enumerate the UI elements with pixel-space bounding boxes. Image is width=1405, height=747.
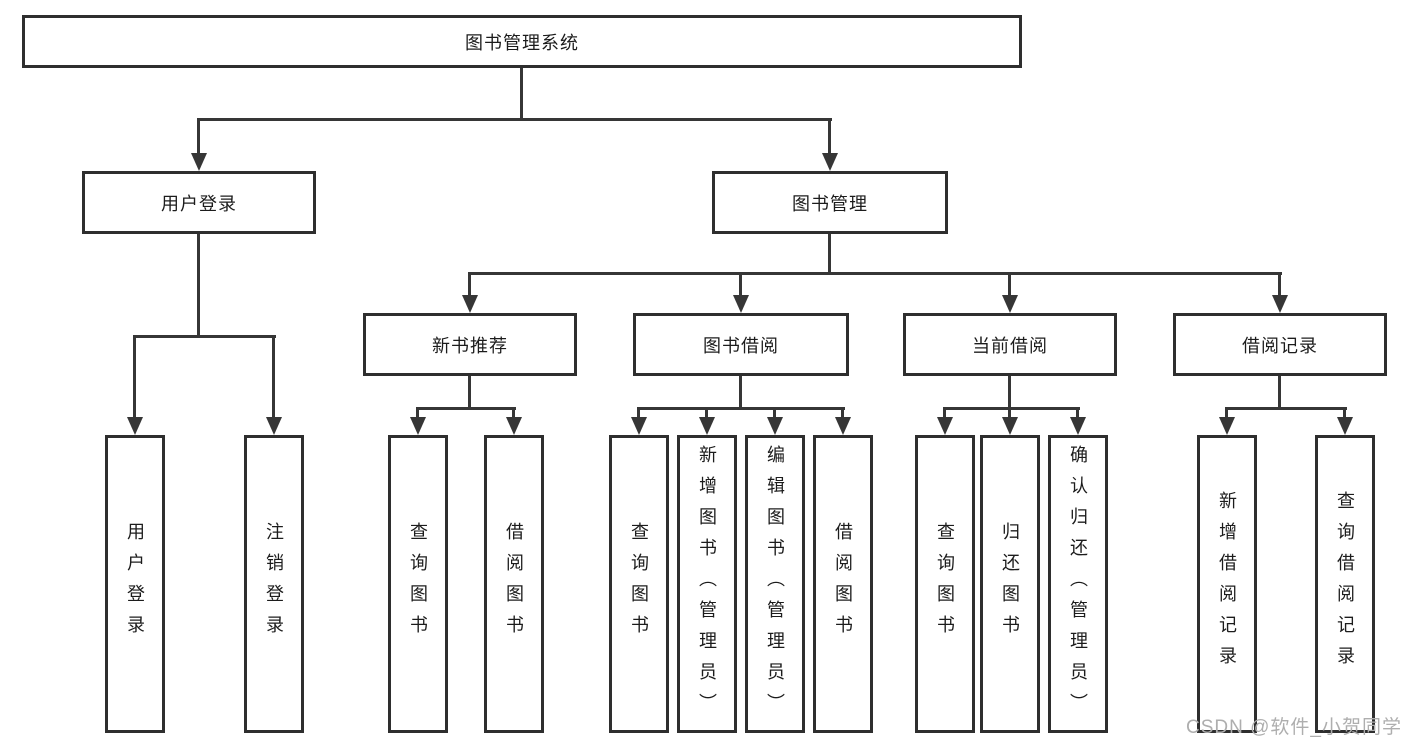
node-label: 用户登录 xyxy=(161,193,237,214)
edge-line xyxy=(520,68,523,118)
edge-line xyxy=(133,335,276,338)
node-label: 图书管理系统 xyxy=(465,32,579,53)
node-current-borrowing: 当前借阅 xyxy=(903,313,1117,376)
edge-line xyxy=(1278,272,1281,297)
leaf-label: 查询图书 xyxy=(935,522,955,646)
edge-line xyxy=(416,407,516,410)
leaf-label: 查询借阅记录 xyxy=(1335,491,1355,677)
edge-line xyxy=(272,335,275,419)
leaf-query-books-current: 查询图书 xyxy=(915,435,975,733)
arrow-down-icon xyxy=(1337,417,1353,435)
leaf-edit-book-admin: 编辑图书（管理员） xyxy=(745,435,805,733)
edge-line xyxy=(416,407,419,419)
leaf-borrow-books-borrowing: 借阅图书 xyxy=(813,435,873,733)
node-label: 借阅记录 xyxy=(1242,335,1318,356)
leaf-label: 查询图书 xyxy=(408,522,428,646)
arrow-down-icon xyxy=(191,153,207,171)
edge-line xyxy=(468,376,471,407)
arrow-down-icon xyxy=(937,417,953,435)
edge-line xyxy=(943,407,946,419)
edge-line xyxy=(1008,376,1011,407)
edge-line xyxy=(1008,272,1011,297)
arrow-down-icon xyxy=(733,295,749,313)
arrow-down-icon xyxy=(127,417,143,435)
node-label: 图书借阅 xyxy=(703,335,779,356)
edge-line xyxy=(1076,407,1079,419)
edge-line xyxy=(512,407,515,419)
edge-line xyxy=(133,335,136,419)
arrow-down-icon xyxy=(1272,295,1288,313)
leaf-label: 用户登录 xyxy=(125,522,145,646)
arrow-down-icon xyxy=(1070,417,1086,435)
edge-line xyxy=(841,407,844,419)
edge-line xyxy=(1008,407,1011,419)
arrow-down-icon xyxy=(767,417,783,435)
leaf-add-borrow-record: 新增借阅记录 xyxy=(1197,435,1257,733)
leaf-logout: 注销登录 xyxy=(244,435,304,733)
leaf-label: 借阅图书 xyxy=(833,522,853,646)
leaf-query-books-borrowing: 查询图书 xyxy=(609,435,669,733)
leaf-label: 新增图书（管理员） xyxy=(697,444,717,724)
node-borrowing-records: 借阅记录 xyxy=(1173,313,1387,376)
edge-line xyxy=(943,407,1080,410)
edge-line xyxy=(197,234,200,335)
arrow-down-icon xyxy=(1002,417,1018,435)
leaf-label: 借阅图书 xyxy=(504,522,524,646)
edge-line xyxy=(197,118,200,155)
edge-line xyxy=(468,272,1282,275)
arrow-down-icon xyxy=(506,417,522,435)
node-library-system: 图书管理系统 xyxy=(22,15,1022,68)
arrow-down-icon xyxy=(699,417,715,435)
node-book-borrowing: 图书借阅 xyxy=(633,313,849,376)
edge-line xyxy=(1225,407,1228,419)
edge-line xyxy=(828,118,831,155)
edge-line xyxy=(197,118,832,121)
edge-line xyxy=(828,234,831,272)
leaf-label: 编辑图书（管理员） xyxy=(765,444,785,724)
node-book-management: 图书管理 xyxy=(712,171,948,234)
arrow-down-icon xyxy=(835,417,851,435)
node-label: 新书推荐 xyxy=(432,335,508,356)
edge-line xyxy=(637,407,640,419)
edge-line xyxy=(1225,407,1347,410)
node-user-login: 用户登录 xyxy=(82,171,316,234)
node-new-book-recommend: 新书推荐 xyxy=(363,313,577,376)
leaf-label: 查询图书 xyxy=(629,522,649,646)
arrow-down-icon xyxy=(631,417,647,435)
arrow-down-icon xyxy=(1219,417,1235,435)
arrow-down-icon xyxy=(410,417,426,435)
arrow-down-icon xyxy=(822,153,838,171)
edge-line xyxy=(739,376,742,407)
leaf-user-login: 用户登录 xyxy=(105,435,165,733)
csdn-watermark: CSDN @软件_小贺同学 xyxy=(1186,717,1402,738)
leaf-query-borrow-record: 查询借阅记录 xyxy=(1315,435,1375,733)
arrow-down-icon xyxy=(266,417,282,435)
edge-line xyxy=(705,407,708,419)
leaf-query-books-recommend: 查询图书 xyxy=(388,435,448,733)
arrow-down-icon xyxy=(462,295,478,313)
edge-line xyxy=(468,272,471,297)
edge-line xyxy=(1278,376,1281,407)
arrow-down-icon xyxy=(1002,295,1018,313)
leaf-confirm-return-admin: 确认归还（管理员） xyxy=(1048,435,1108,733)
leaf-return-book: 归还图书 xyxy=(980,435,1040,733)
node-label: 图书管理 xyxy=(792,193,868,214)
edge-line xyxy=(739,272,742,297)
leaf-label: 确认归还（管理员） xyxy=(1068,444,1088,724)
node-label: 当前借阅 xyxy=(972,335,1048,356)
leaf-borrow-books-recommend: 借阅图书 xyxy=(484,435,544,733)
leaf-label: 注销登录 xyxy=(264,522,284,646)
leaf-label: 归还图书 xyxy=(1000,522,1020,646)
leaf-add-book-admin: 新增图书（管理员） xyxy=(677,435,737,733)
edge-line xyxy=(637,407,845,410)
edge-line xyxy=(1343,407,1346,419)
edge-line xyxy=(773,407,776,419)
leaf-label: 新增借阅记录 xyxy=(1217,491,1237,677)
